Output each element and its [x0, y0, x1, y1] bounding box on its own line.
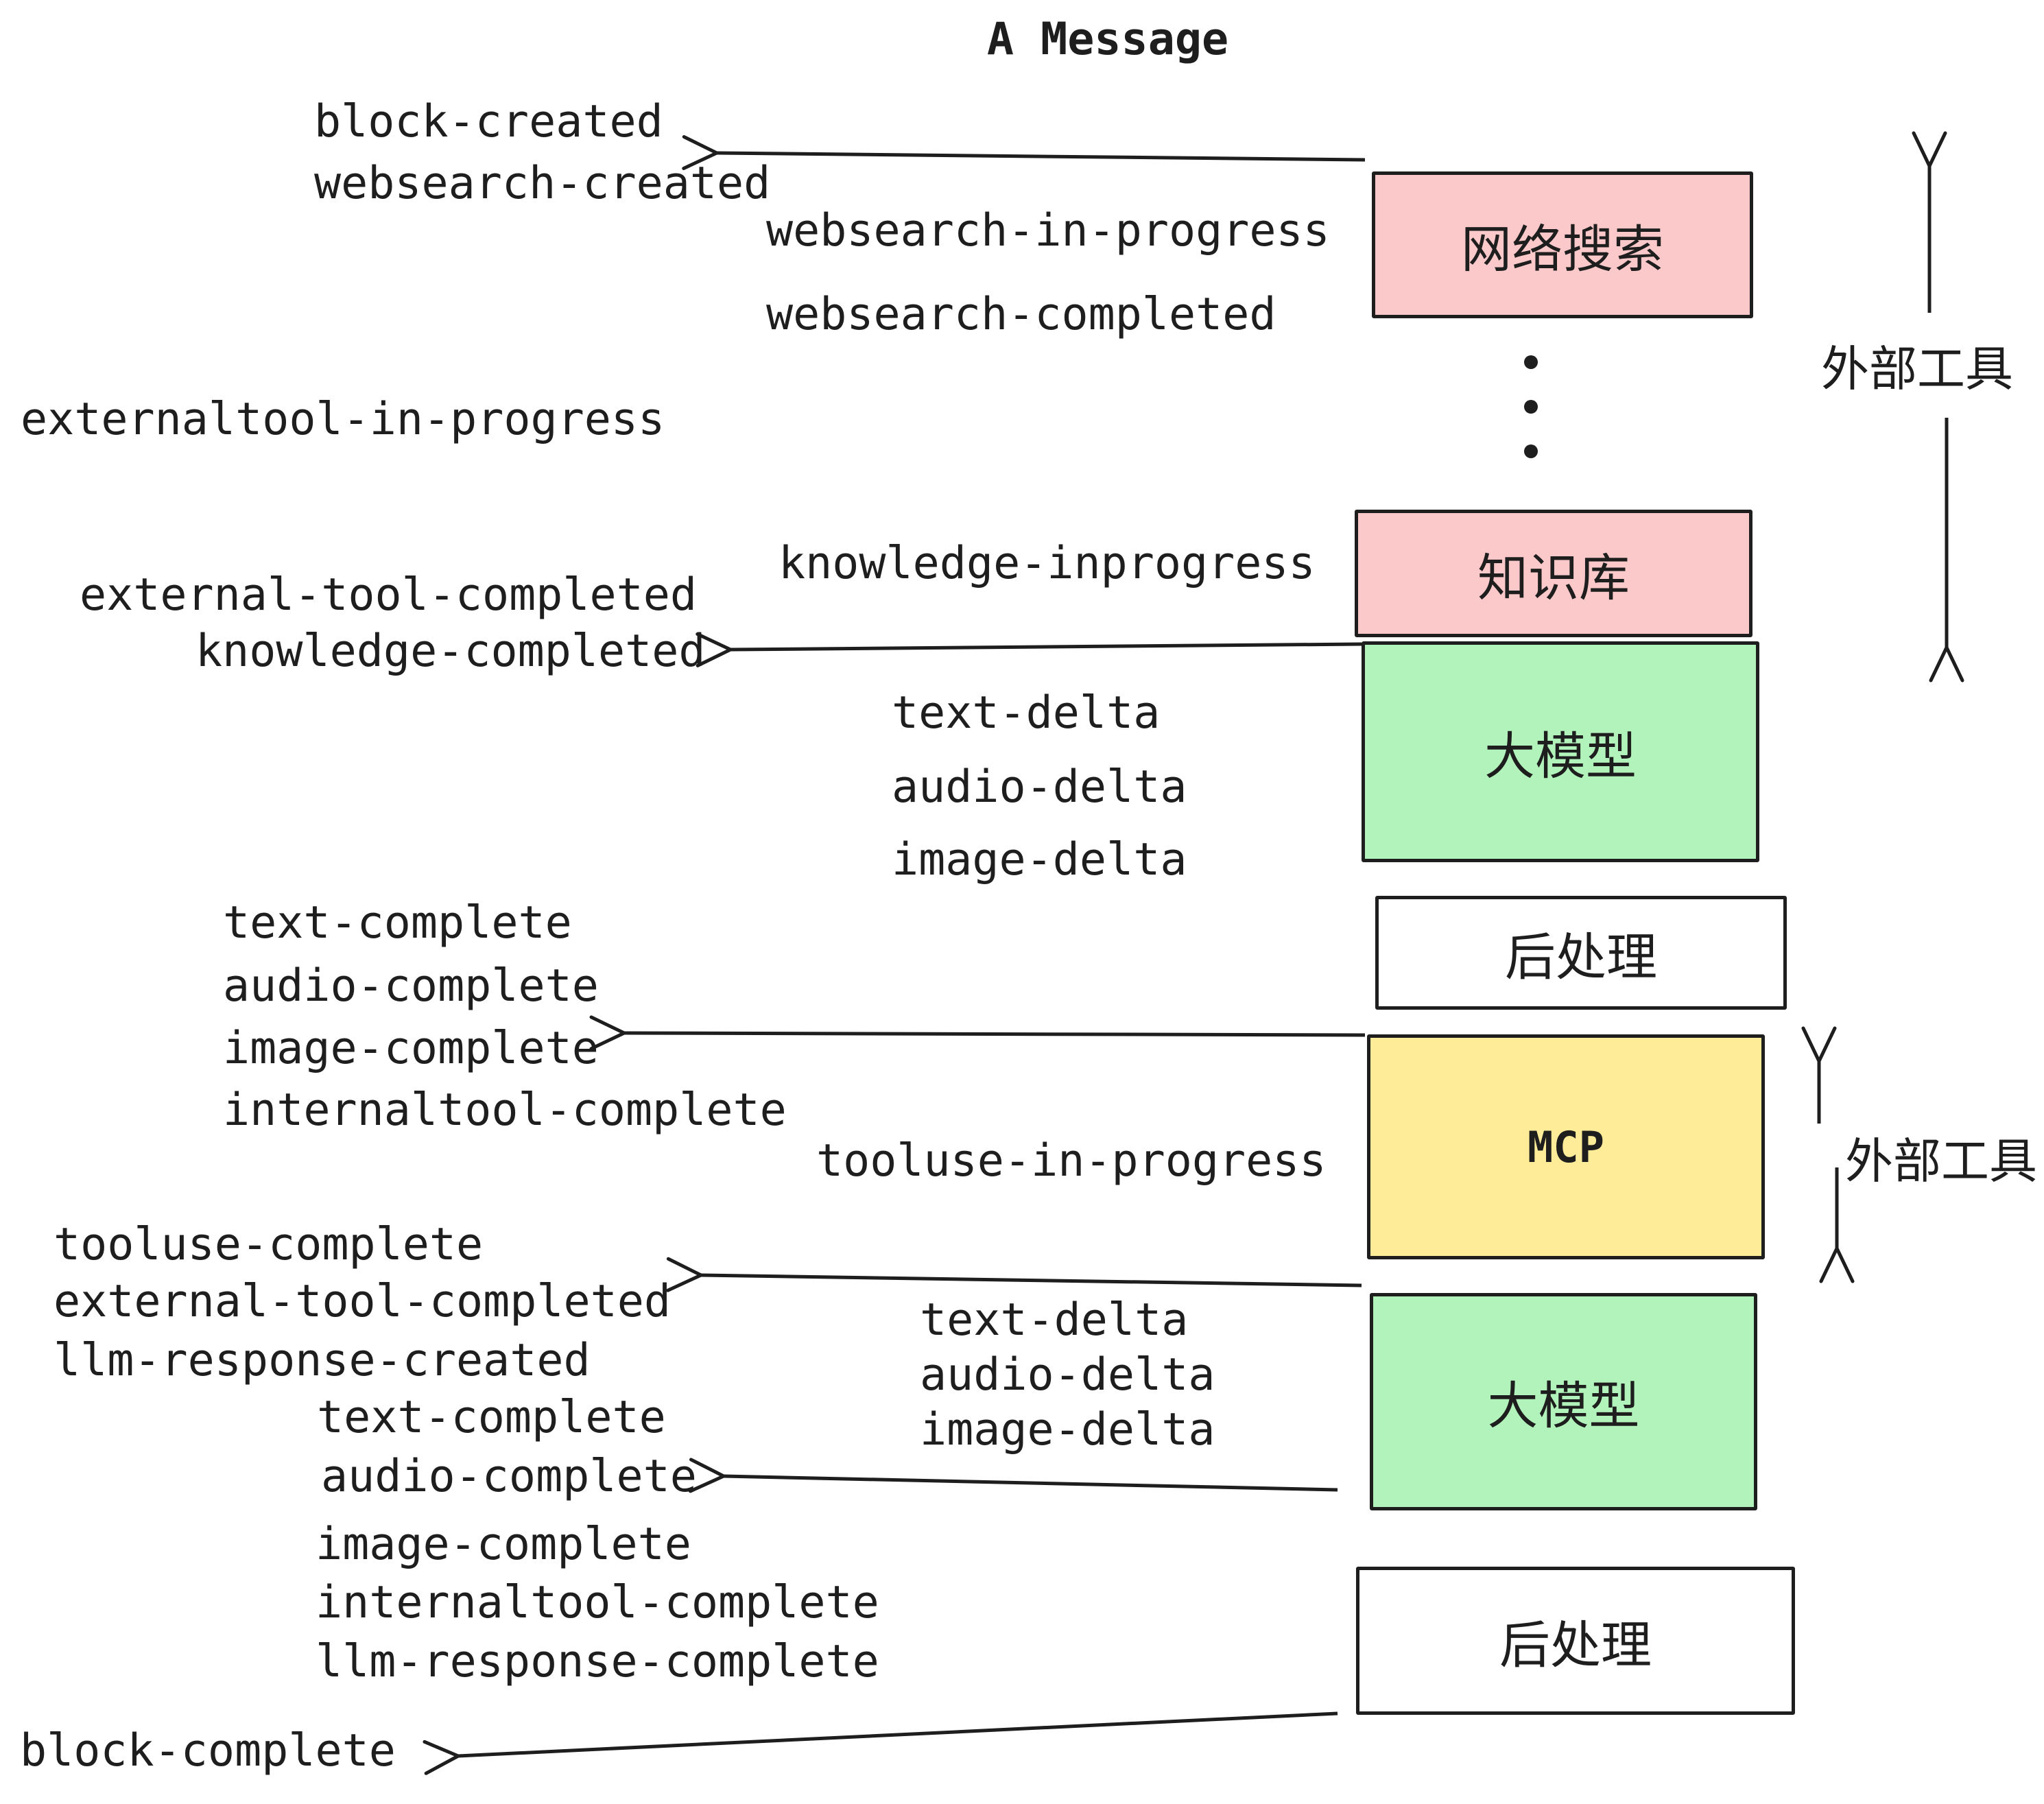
box-postprocess-top: 后处理: [1375, 896, 1787, 1010]
event-text-complete-2: text-complete: [317, 1392, 666, 1443]
label-external-tools-top: 外部工具: [1821, 341, 2013, 397]
event-external-tool-completed-2: external-tool-completed: [54, 1276, 672, 1327]
box-knowledge: 知识库: [1355, 510, 1752, 637]
event-websearch-completed: websearch-completed: [766, 289, 1276, 340]
event-image-delta-2: image-delta: [920, 1404, 1215, 1456]
box-llm-bottom-label: 大模型: [1487, 1377, 1640, 1436]
box-postprocess-bottom-label: 后处理: [1499, 1615, 1652, 1675]
event-internaltool-complete-2: internaltool-complete: [316, 1577, 879, 1628]
box-mcp: MCP: [1367, 1034, 1765, 1259]
event-llm-response-created: llm-response-created: [54, 1335, 591, 1386]
event-image-complete-2: image-complete: [316, 1519, 691, 1570]
arrow-audio-complete: [688, 1458, 1338, 1493]
event-text-delta-1: text-delta: [892, 687, 1161, 739]
event-image-complete-1: image-complete: [223, 1023, 599, 1074]
event-text-delta-2: text-delta: [920, 1294, 1189, 1346]
box-websearch: 网络搜索: [1372, 171, 1753, 318]
arrow-block-created: [682, 134, 1366, 170]
event-external-tool-completed-1: external-tool-completed: [80, 569, 698, 621]
arrow-block-complete: [423, 1711, 1338, 1775]
event-websearch-created: websearch-created: [314, 158, 771, 209]
event-block-created: block-created: [314, 96, 663, 147]
box-mcp-label: MCP: [1528, 1121, 1604, 1172]
event-block-complete: block-complete: [20, 1725, 396, 1777]
box-llm-top: 大模型: [1362, 641, 1759, 862]
ellipsis-dots-icon: [1524, 355, 1538, 458]
box-llm-bottom: 大模型: [1370, 1293, 1757, 1510]
event-audio-delta-2: audio-delta: [920, 1349, 1215, 1401]
event-knowledge-inprogress: knowledge-inprogress: [779, 538, 1316, 589]
event-externaltool-in-progress: externaltool-in-progress: [21, 394, 665, 445]
event-llm-response-complete: llm-response-complete: [316, 1636, 879, 1687]
event-websearch-in-progress: websearch-in-progress: [766, 205, 1330, 257]
event-tooluse-in-progress: tooluse-in-progress: [816, 1135, 1327, 1187]
event-internaltool-complete-1: internaltool-complete: [223, 1084, 787, 1136]
event-image-delta-1: image-delta: [892, 834, 1187, 886]
arrow-knowledge-completed: [696, 632, 1362, 667]
box-llm-top-label: 大模型: [1484, 726, 1637, 786]
arrow-tooluse-complete: [666, 1257, 1362, 1292]
event-text-complete-1: text-complete: [223, 897, 572, 949]
event-tooluse-complete: tooluse-complete: [54, 1219, 484, 1270]
box-knowledge-label: 知识库: [1477, 548, 1630, 608]
box-postprocess-top-label: 后处理: [1505, 927, 1657, 987]
box-postprocess-bottom: 后处理: [1356, 1567, 1795, 1715]
event-audio-delta-1: audio-delta: [892, 761, 1187, 813]
event-knowledge-completed: knowledge-completed: [195, 626, 706, 677]
event-audio-complete-2: audio-complete: [321, 1451, 697, 1502]
label-external-tools-bottom: 外部工具: [1845, 1133, 2037, 1189]
event-audio-complete-1: audio-complete: [223, 960, 599, 1012]
arrow-image-complete: [589, 1015, 1366, 1051]
box-websearch-label: 网络搜索: [1461, 219, 1664, 279]
page-title: A Message: [986, 14, 1229, 65]
